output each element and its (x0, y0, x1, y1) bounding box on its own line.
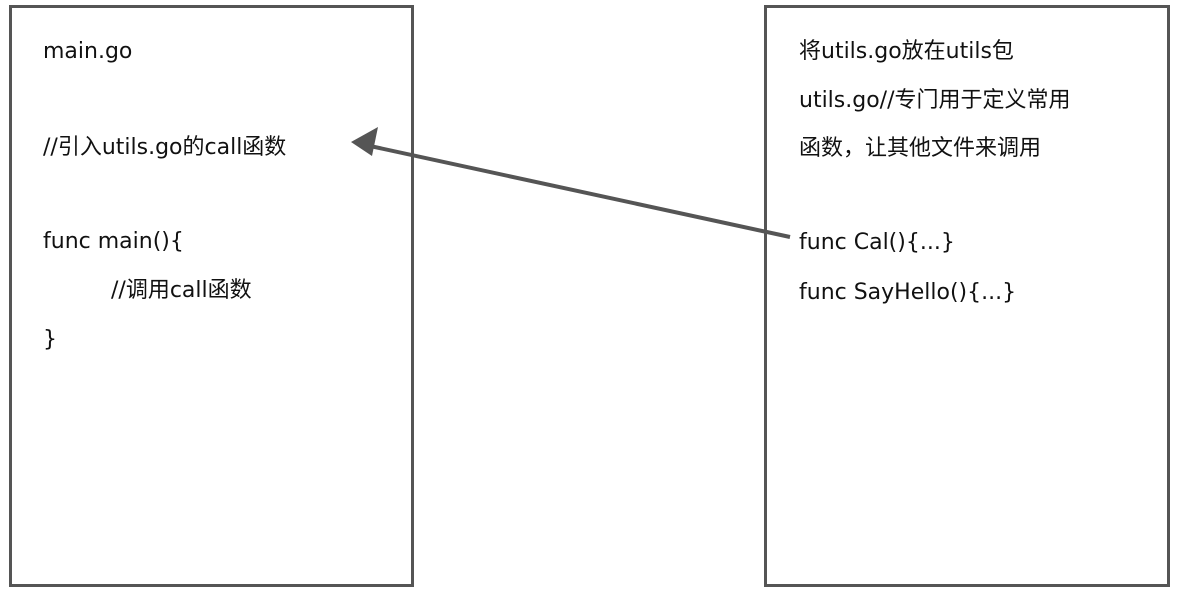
call-comment: //调用call函数 (111, 278, 252, 303)
utils-description-line-2: 函数，让其他文件来调用 (799, 136, 1042, 161)
utils-package-note: 将utils.go放在utils包 (799, 39, 1014, 64)
import-comment: //引入utils.go的call函数 (43, 135, 287, 160)
func-main-closing-brace: } (43, 327, 57, 352)
call-arrow-head (351, 127, 378, 156)
func-sayhello-signature: func SayHello(){...} (799, 280, 1017, 305)
main-go-box (9, 5, 414, 587)
call-arrow-shaft (369, 144, 791, 239)
utils-go-box (764, 5, 1170, 587)
utils-description-line-1: utils.go//专门用于定义常用 (799, 88, 1071, 113)
main-go-filename: main.go (43, 39, 133, 64)
func-cal-signature: func Cal(){...} (799, 230, 955, 255)
func-main-signature: func main(){ (43, 229, 184, 254)
